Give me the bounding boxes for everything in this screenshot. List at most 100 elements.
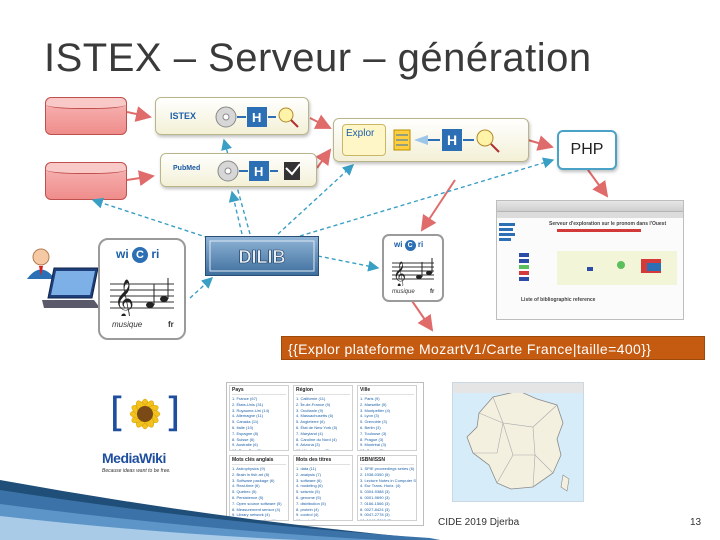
category-item[interactable]: 6. État de New York (5)	[296, 424, 338, 430]
category-item[interactable]: 3. Occitanie (9)	[296, 407, 324, 413]
france-map	[452, 382, 584, 502]
wicri-small-logo: wi C ri	[394, 240, 423, 251]
category-item[interactable]: 9. 0047-2778 (3)	[360, 512, 390, 518]
category-item[interactable]: 4. Eur Trans. Horiz. (4)	[360, 483, 401, 489]
category-item[interactable]: 10. Pays-Bas (5)	[232, 448, 262, 451]
dilib-label: DILIB	[239, 247, 286, 267]
category-item[interactable]: 8. Measurement sensor (4)	[232, 506, 281, 512]
category-item[interactable]: 6. Persistence (5)	[232, 494, 264, 500]
category-item[interactable]: 2. Brain in fish art (8)	[232, 471, 270, 477]
category-item[interactable]: 2. analysis (7)	[296, 471, 321, 477]
category-item[interactable]: 8. protein (4)	[296, 506, 319, 512]
category-item[interactable]: 7. Open source software (5)	[232, 500, 282, 506]
category-item[interactable]: 4. Lyon (3)	[360, 413, 379, 419]
category-item[interactable]: 4. Massachusetts (6)	[296, 413, 334, 419]
category-item[interactable]: 2. Île-de-France (9)	[296, 401, 331, 407]
music-staff-icon: 𝄞	[110, 278, 174, 316]
browser-tabs	[497, 212, 683, 218]
category-item[interactable]: 5. 0304-9388 (3)	[360, 489, 390, 495]
wicri-small-c: C	[404, 240, 416, 251]
screenshot-list	[519, 251, 553, 291]
database-istex	[45, 97, 127, 135]
category-item[interactable]: 9. Arizona (3)	[296, 442, 320, 448]
category-item[interactable]: 1. data (11)	[296, 466, 317, 471]
svg-text:𝄞: 𝄞	[114, 279, 134, 316]
wicri-small-lang: fr	[430, 289, 435, 295]
category-item[interactable]: 7. Toulouse (3)	[360, 430, 387, 436]
category-item[interactable]: 8. 0027-8424 (3)	[360, 506, 390, 512]
dashed-dilib-php	[299, 157, 555, 237]
pubmed-pipeline-icons: H	[217, 160, 301, 182]
php-box: PHP	[557, 130, 617, 170]
category-item[interactable]: 6. 0001-9690 (3)	[360, 494, 390, 500]
wicri-small-wi: wi	[394, 240, 403, 249]
category-item[interactable]: 3. Montpellier (4)	[360, 407, 391, 413]
explor-template-banner: {{Explor plateforme MozartV1/Carte Franc…	[281, 336, 705, 360]
category-item[interactable]: 1. SPIE proceedings series (6)	[360, 466, 415, 471]
category-item[interactable]: 2. États-Unis (31)	[232, 401, 264, 407]
category-item[interactable]: 10. Information policy (4)	[232, 518, 286, 520]
category-item[interactable]: 9. Australie (6)	[232, 442, 258, 448]
category-item[interactable]: 8. Prague (3)	[360, 436, 384, 442]
arrow-db-istex	[126, 106, 152, 122]
category-item[interactable]: 3. software (6)	[296, 477, 322, 483]
browser-toolbar	[497, 201, 683, 212]
wicri-card-small: wi C ri 𝄞 musique fr	[382, 234, 444, 302]
pubmed-panel: PubMed H	[160, 153, 317, 187]
category-item[interactable]: 10. web (4)	[296, 518, 317, 521]
explor-badge: Explor	[342, 124, 386, 156]
category-item[interactable]: 3. Lecture Notes in Computer Science (5)	[360, 477, 417, 483]
user-avatar-icon	[24, 246, 58, 280]
category-item[interactable]: 1. Astrophysics (9)	[232, 466, 265, 471]
category-item[interactable]: 1. France (67)	[232, 396, 258, 401]
category-item[interactable]: 7. distribution (5)	[296, 500, 326, 506]
category-item[interactable]: 1. Paris (9)	[360, 396, 380, 401]
wicri-card-large: wi C ri 𝄞 musique fr	[98, 238, 186, 340]
category-item[interactable]: 7. Maryland (4)	[296, 430, 323, 436]
screenshot-red-note	[557, 229, 641, 232]
svg-text:𝄞: 𝄞	[393, 261, 406, 286]
pubmed-panel-label: PubMed	[173, 165, 201, 172]
category-item[interactable]: 10. 1040-7898 (3)	[360, 518, 392, 521]
category-item[interactable]: 1. Californie (11)	[296, 396, 326, 401]
category-item[interactable]: 3. Royaume-Uni (14)	[232, 407, 270, 413]
category-item[interactable]: 2. Marseille (5)	[360, 401, 387, 407]
category-item[interactable]: 6. genome (5)	[296, 494, 321, 500]
screenshot-sidebar	[499, 221, 519, 311]
screenshot-heading: Serveur d'exploration sur le pronom dans…	[549, 221, 667, 227]
category-item[interactable]: 4. Real-time (6)	[232, 483, 260, 489]
explor-pipeline-icons: H	[393, 129, 500, 153]
dashed-dilib-pubmed	[228, 190, 243, 235]
category-item[interactable]: 3. Software package (6)	[232, 477, 275, 483]
category-item[interactable]: 5. Quebec (5)	[232, 489, 257, 495]
database-pubmed	[45, 162, 127, 200]
category-item[interactable]: 5. Canada (11)	[232, 419, 259, 425]
arrow-istex-explor	[309, 114, 332, 129]
category-item[interactable]: 7. 0166-1566 (3)	[360, 500, 390, 506]
category-item[interactable]: 5. seismic (5)	[296, 489, 320, 495]
category-item[interactable]: 6. Berlin (3)	[360, 424, 381, 430]
category-item[interactable]: 9. Library network (4)	[232, 512, 270, 518]
category-item[interactable]: 8. Caroline du Nord (4)	[296, 436, 337, 442]
wicri-wi: wi	[116, 247, 129, 261]
category-item[interactable]: 7. Espagne (8)	[232, 430, 259, 436]
category-item[interactable]: 4. Allemagne (11)	[232, 413, 264, 419]
dashed-wicri-dilib	[189, 277, 214, 299]
category-item[interactable]: 9. Montréal (3)	[360, 442, 387, 448]
category-item[interactable]: 4. modeling (6)	[296, 483, 323, 489]
small-music-staff-icon: 𝄞	[392, 258, 434, 286]
category-item[interactable]: 10. Washington (3)	[296, 448, 330, 451]
category-item[interactable]: 10. Zurich (3)	[360, 448, 384, 451]
wicri-music-label: musique	[112, 320, 143, 329]
category-item[interactable]: 6. Italie (10)	[232, 424, 254, 430]
category-item[interactable]: 5. Grenoble (3)	[360, 419, 387, 425]
category-item[interactable]: 9. control (4)	[296, 512, 319, 518]
svg-text:H: H	[254, 164, 263, 179]
category-item[interactable]: 8. Suisse (6)	[232, 436, 255, 442]
category-item[interactable]: 2. 1938-0350 (5)	[360, 471, 390, 477]
laptop-icon	[40, 266, 102, 310]
category-item[interactable]: 5. Angleterre (6)	[296, 419, 325, 425]
dashed-dilib-explor	[277, 164, 355, 235]
